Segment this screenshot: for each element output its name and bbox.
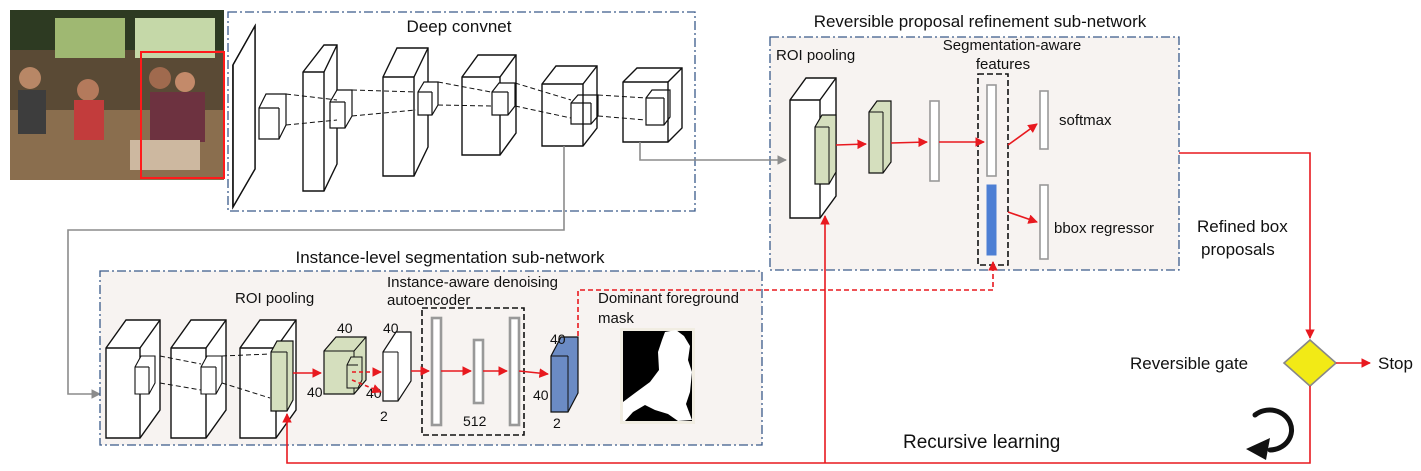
refinement-roi-slice	[814, 114, 837, 185]
ae-label-2: autoencoder	[387, 292, 470, 309]
refined-label-1: Refined box	[1197, 217, 1288, 236]
refinement-fc-vector	[929, 100, 940, 182]
seg-aware-top-vector	[986, 84, 997, 177]
gate-label: Reversible gate	[1130, 354, 1248, 373]
ae-layer-2	[472, 338, 485, 405]
mask-to-features-link	[577, 261, 998, 336]
circular-arrow-icon	[1246, 407, 1295, 460]
refined-label-2: proposals	[1201, 240, 1275, 259]
convnet-title: Deep convnet	[407, 17, 512, 36]
refinement-to-gate	[1179, 152, 1315, 339]
seg-aware-label-2: features	[976, 56, 1030, 73]
bbox-vector	[1039, 184, 1049, 260]
encoder-dim-h: 40	[307, 384, 323, 400]
ae-layer-1	[430, 316, 443, 427]
connector-to-refinement	[639, 142, 787, 165]
decoder-dim-h: 40	[533, 387, 549, 403]
ae-label-1: Instance-aware denoising	[387, 274, 558, 291]
stop-label: Stop	[1378, 354, 1413, 373]
refinement-fc-block	[868, 100, 892, 174]
refinement-title: Reversible proposal refinement sub-netwo…	[814, 12, 1147, 31]
input-image	[10, 10, 225, 180]
decoder-dim-w: 40	[550, 331, 566, 347]
connector-to-segmentation	[67, 146, 565, 399]
segmentation-roi-label: ROI pooling	[235, 290, 314, 307]
refinement-panel	[769, 36, 1180, 271]
latent-dim-w: 40	[383, 320, 399, 336]
recursive-loop-to-segmentation	[282, 386, 1311, 464]
seg-aware-label-1: Segmentation-aware	[943, 37, 1081, 54]
decoder-dim-d: 2	[553, 415, 561, 431]
softmax-vector	[1039, 90, 1049, 150]
refinement-roi-label: ROI pooling	[776, 47, 855, 64]
encoder-dim-w: 40	[337, 320, 353, 336]
seg-aware-blue-vector	[986, 184, 997, 256]
ae-layer-3	[508, 316, 521, 427]
detection-box	[140, 51, 225, 179]
segmentation-title: Instance-level segmentation sub-network	[296, 248, 605, 267]
latent-dim-d: 2	[380, 408, 388, 424]
decoder-slab	[550, 336, 579, 413]
hidden-dim: 512	[463, 413, 487, 429]
bbox-regressor-label: bbox regressor	[1054, 220, 1154, 237]
softmax-label: softmax	[1059, 112, 1112, 129]
latent-slab	[382, 331, 412, 402]
mask-label-2: mask	[598, 310, 634, 327]
reversible-gate	[1282, 338, 1338, 388]
mask-image	[620, 328, 695, 424]
mask-label-1: Dominant foreground	[598, 290, 739, 307]
recursive-label: Recursive learning	[903, 432, 1060, 453]
